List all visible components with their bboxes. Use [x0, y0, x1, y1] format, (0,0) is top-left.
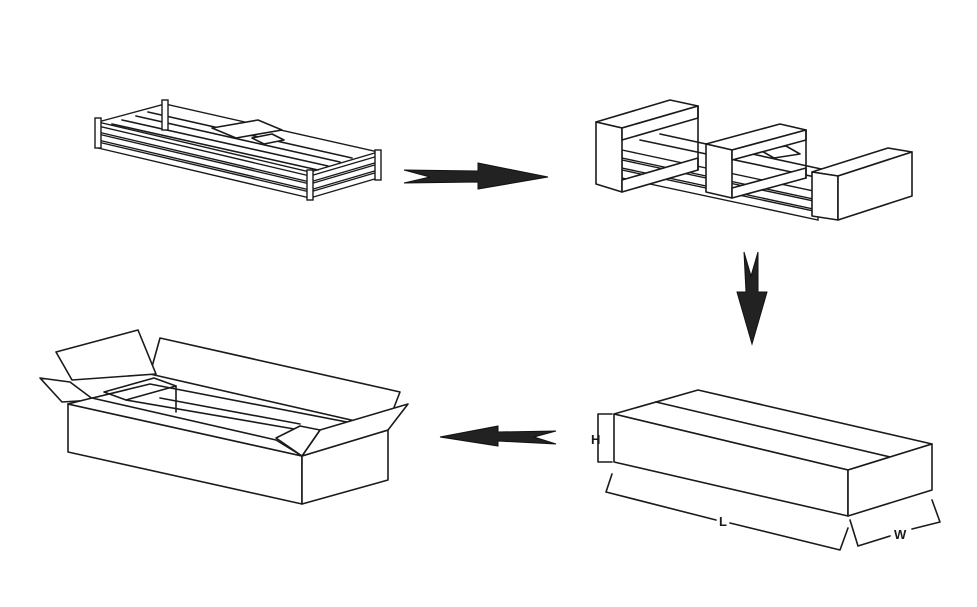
arrow-down-icon — [736, 251, 768, 346]
open-carton-icon — [39, 329, 409, 505]
arrow-left-icon — [439, 425, 557, 447]
dimension-label-height: H — [591, 432, 600, 447]
arrow-right-icon — [403, 162, 549, 190]
foam-protected-frame-icon — [595, 99, 913, 221]
closed-carton-icon — [613, 389, 933, 517]
dimension-lines — [597, 413, 941, 551]
light-fixture-frame-icon — [94, 99, 382, 201]
dimension-label-length: L — [719, 514, 727, 529]
dimension-label-width: W — [894, 527, 907, 542]
